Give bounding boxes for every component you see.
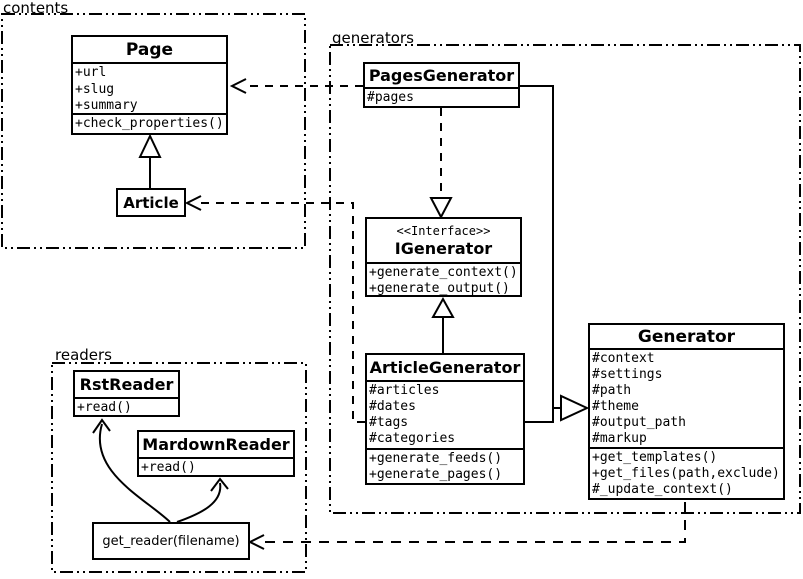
method: +generate_feeds() (369, 451, 503, 466)
open-arrowhead-page (229, 78, 247, 94)
class-page-attributes: +url +slug +summary (73, 62, 226, 113)
open-arrowhead-article (184, 195, 202, 211)
method: +generate_output() (369, 281, 510, 296)
attribute: #tags (369, 415, 409, 430)
attribute: #path (592, 383, 632, 398)
method: +read() (141, 460, 196, 475)
method: +read() (77, 400, 132, 415)
generalization-arrowhead-page (138, 133, 162, 158)
class-generator-name: Generator (637, 326, 736, 347)
attribute: #settings (592, 367, 663, 382)
package-contents-border (1, 13, 306, 249)
attribute: #theme (592, 399, 639, 414)
method: +generate_pages() (369, 467, 503, 482)
attribute: #pages (367, 90, 414, 105)
attribute: #markup (592, 431, 647, 446)
method: +get_files(path,exclude) (592, 466, 780, 481)
package-label-generators: generators (332, 29, 414, 47)
class-mardownreader: MardownReader +read() (137, 430, 295, 477)
package-generators-border (329, 44, 801, 514)
class-page: Page +url +slug +summary +check_properti… (71, 35, 228, 135)
edge-articlegenerator-to-article (201, 202, 365, 423)
method: #_update_context() (592, 482, 733, 497)
class-igenerator-stereotype: <<Interface>> (396, 223, 491, 238)
class-page-name: Page (125, 39, 174, 60)
generalization-arrowhead-generator (560, 394, 590, 422)
method: +generate_context() (369, 265, 518, 280)
class-pagesgenerator-attributes: #pages (365, 87, 518, 106)
open-arrowhead-mardownreader (210, 477, 229, 492)
class-pagesgenerator: PagesGenerator #pages (363, 62, 520, 108)
node-get-reader: get_reader(filename) (92, 522, 250, 560)
attribute: +slug (75, 81, 115, 97)
class-articlegenerator-name: ArticleGenerator (369, 358, 521, 377)
package-label-readers: readers (55, 346, 112, 364)
open-arrowhead-rstreader (92, 418, 111, 434)
class-mardownreader-name: MardownReader (142, 435, 290, 454)
class-rstreader-methods: +read() (75, 397, 178, 415)
class-articlegenerator-attributes: #articles #dates #tags #categories (367, 380, 523, 448)
edge-getreader-to-rstreader (98, 423, 171, 523)
realization-arrowhead-igenerator (429, 197, 453, 220)
method: +check_properties() (75, 116, 224, 131)
edge-pagesgenerator-to-generator (520, 85, 561, 409)
class-articlegenerator-methods: +generate_feeds() +generate_pages() (367, 448, 523, 483)
edge-articlegenerator-to-generator (525, 408, 554, 423)
attribute: #context (592, 351, 655, 366)
class-article-name: Article (123, 193, 179, 212)
class-igenerator-header: <<Interface>> IGenerator (367, 219, 520, 262)
edge-getreader-to-mardownreader (176, 482, 222, 523)
class-article: Article (116, 188, 186, 217)
class-igenerator: <<Interface>> IGenerator +generate_conte… (365, 217, 522, 297)
class-generator-methods: +get_templates() +get_files(path,exclude… (590, 447, 783, 498)
package-readers-border (51, 362, 307, 573)
class-pagesgenerator-name: PagesGenerator (368, 66, 515, 85)
class-page-methods: +check_properties() (73, 113, 226, 133)
method: +get_templates() (592, 450, 718, 465)
attribute: #output_path (592, 415, 686, 430)
node-get-reader-label: get_reader(filename) (102, 533, 240, 549)
class-rstreader: RstReader +read() (73, 370, 180, 417)
attribute: +summary (75, 98, 138, 113)
class-mardownreader-methods: +read() (139, 457, 293, 475)
open-arrowhead-getreader (247, 534, 265, 550)
class-generator-attributes: #context #settings #path #theme #output_… (590, 348, 783, 447)
class-rstreader-name: RstReader (79, 375, 174, 394)
attribute: +url (75, 65, 107, 80)
attribute: #categories (369, 431, 456, 446)
attribute: #articles (369, 383, 440, 398)
class-igenerator-methods: +generate_context() +generate_output() (367, 262, 520, 296)
attribute: #dates (369, 399, 416, 414)
edge-generator-to-getreader (264, 502, 686, 543)
package-label-contents: contents (3, 0, 69, 17)
class-articlegenerator: ArticleGenerator #articles #dates #tags … (365, 353, 525, 485)
class-igenerator-name: IGenerator (394, 238, 493, 258)
class-generator: Generator #context #settings #path #them… (588, 323, 785, 500)
generalization-arrowhead-igenerator (431, 296, 455, 318)
